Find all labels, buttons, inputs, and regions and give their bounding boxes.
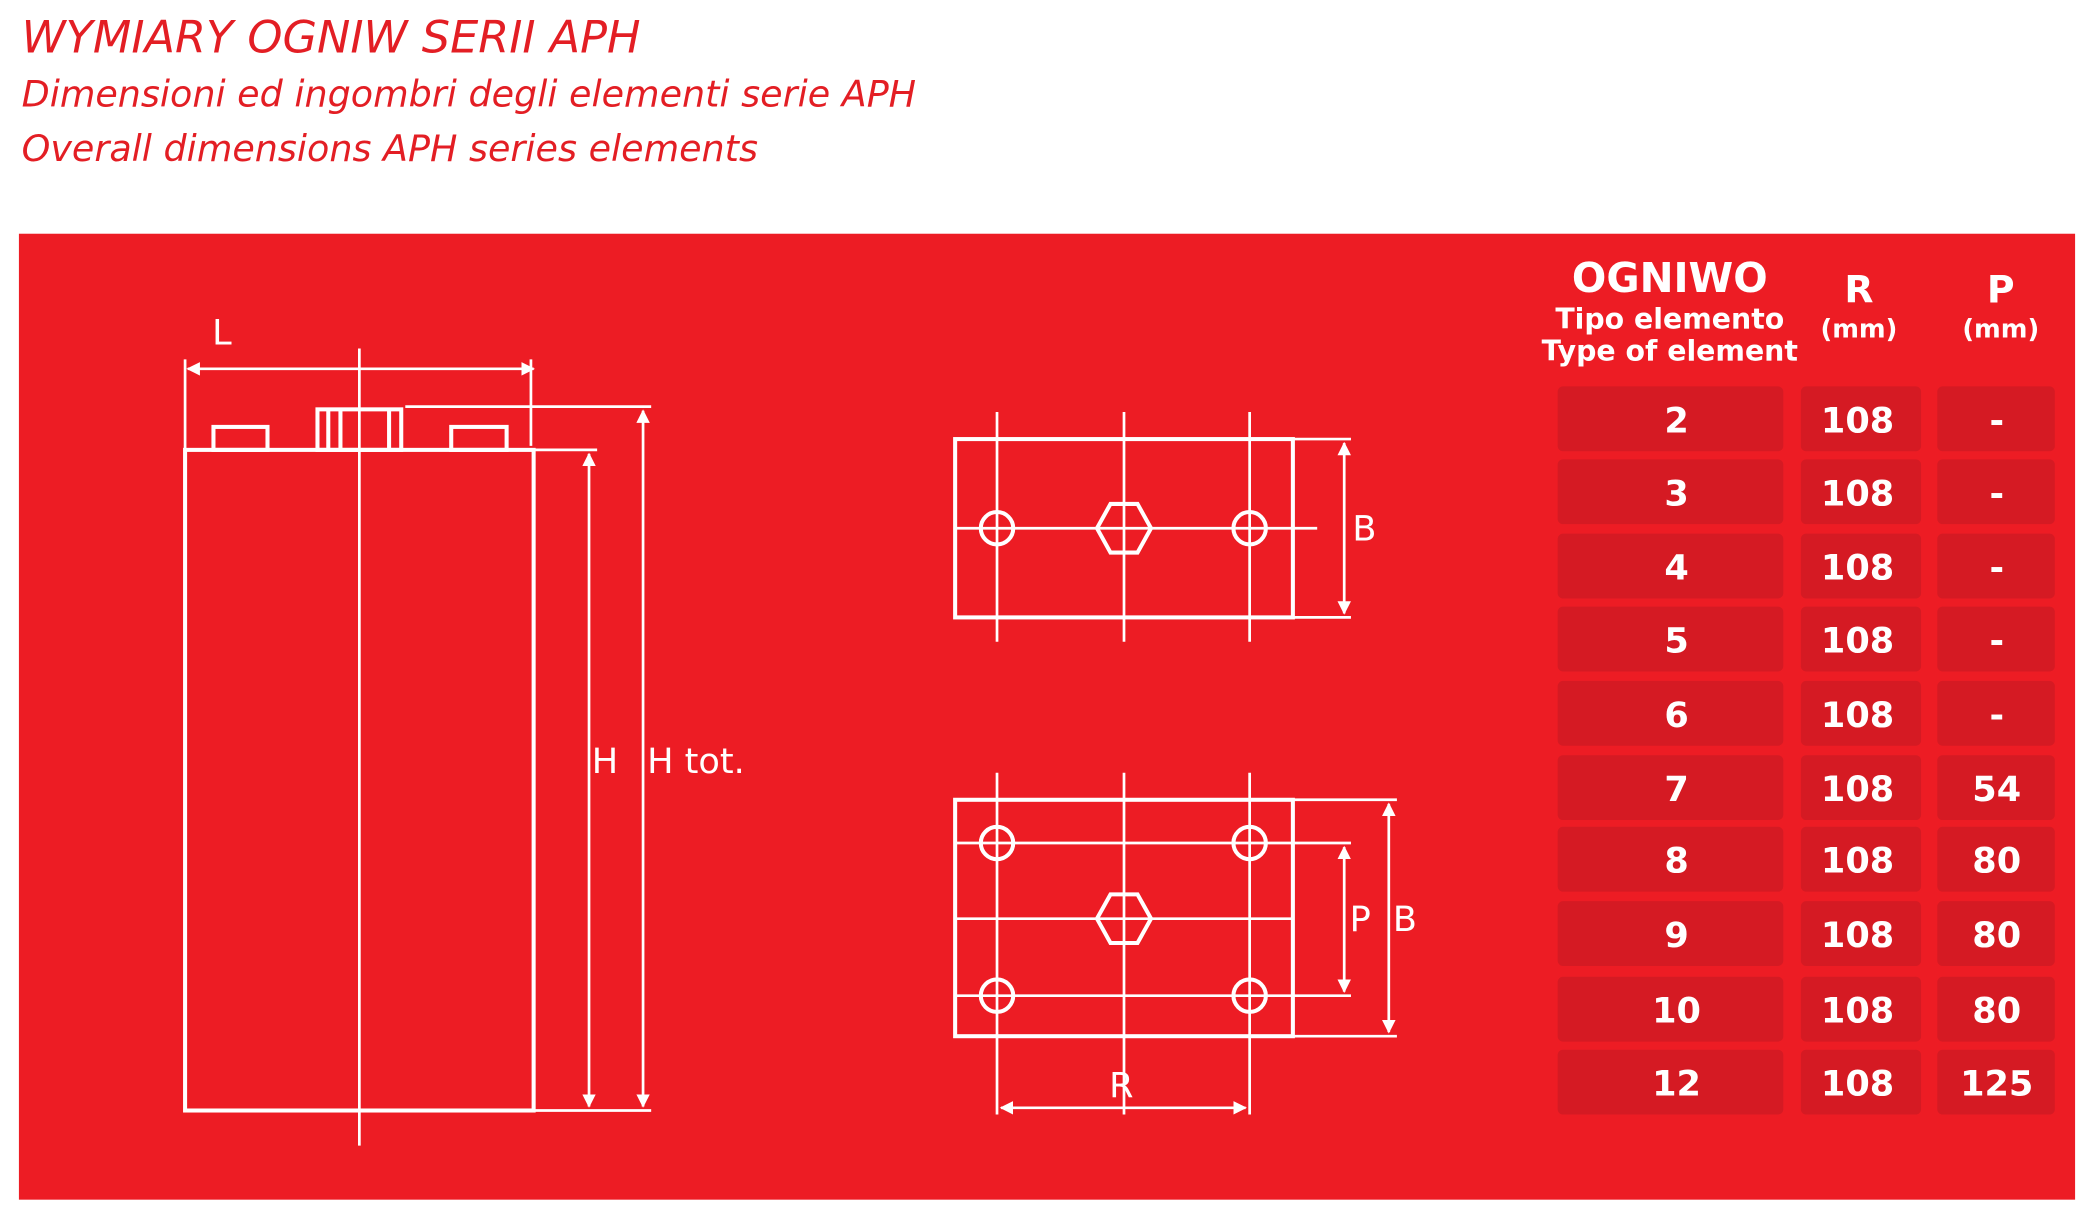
label-H: H: [592, 741, 618, 782]
table-row: 6 108 -: [1557, 680, 2055, 746]
table-cell-bg: [1800, 680, 1922, 746]
table-cell-r: 108: [1821, 1064, 1894, 1105]
table-cell-type: 4: [1664, 548, 1688, 589]
table-row: 5 108 -: [1557, 606, 2055, 672]
table-cell-type: 12: [1652, 1064, 1701, 1105]
table-cell-p: 80: [1972, 841, 2021, 882]
table-cell-bg: [1800, 826, 1922, 892]
table-cell-bg: [1800, 459, 1922, 525]
table-cell-type: 3: [1664, 473, 1688, 514]
table-cell-p: -: [1989, 473, 2004, 514]
table-cell-bg: [1800, 386, 1922, 452]
table-cell-r: 108: [1821, 548, 1894, 589]
table-cell-type: 8: [1664, 841, 1688, 882]
table-cell-type: 10: [1652, 991, 1701, 1032]
table-cell-bg: [1800, 1049, 1922, 1115]
table-row: 9 108 80: [1557, 901, 2055, 966]
top-view-single-row-drawing: [953, 412, 1351, 642]
label-L: L: [212, 313, 232, 354]
header-type-en: Type of element: [1542, 335, 1798, 368]
table-cell-p: -: [1989, 400, 2004, 441]
table-cell-bg: [1557, 386, 1784, 452]
header-r-title: R: [1844, 268, 1873, 312]
table-cell-type: 9: [1664, 915, 1688, 956]
page-title: WYMIARY OGNIW SERII APH: [22, 12, 641, 64]
header-type-title: OGNIWO: [1572, 254, 1768, 302]
table-header: OGNIWO Tipo elemento Type of element R (…: [1542, 254, 2040, 368]
header-type-it: Tipo elemento: [1555, 302, 1784, 335]
table-body: 2 108 - 3 108 - 4 108 - 5 108 - 6 108 - 7 108 54 8 108 80 9 10…: [1557, 386, 2055, 1115]
table-cell-bg: [1937, 680, 2055, 746]
table-row: 12 108 125: [1557, 1049, 2055, 1115]
label-R: R: [1109, 1065, 1133, 1106]
table-cell-p: -: [1989, 548, 2004, 589]
table-cell-bg: [1800, 901, 1922, 966]
table-cell-type: 6: [1664, 695, 1688, 736]
table-cell-bg: [1557, 459, 1784, 525]
header-r-unit: (mm): [1820, 315, 1897, 345]
table-cell-bg: [1557, 680, 1784, 746]
table-row: 7 108 54: [1557, 755, 2055, 821]
subtitle-english: Overall dimensions APH series elements: [22, 127, 758, 170]
table-cell-r: 108: [1821, 841, 1894, 882]
table-cell-bg: [1557, 533, 1784, 599]
table-cell-p: -: [1989, 695, 2004, 736]
table-cell-bg: [1800, 533, 1922, 599]
table-cell-bg: [1557, 901, 1784, 966]
table-cell-r: 108: [1821, 400, 1894, 441]
table-cell-bg: [1557, 1049, 1784, 1115]
table-cell-bg: [1937, 386, 2055, 452]
table-cell-r: 108: [1821, 991, 1894, 1032]
label-H-tot: H tot.: [647, 741, 745, 782]
table-cell-bg: [1937, 459, 2055, 525]
table-row: 3 108 -: [1557, 459, 2055, 525]
table-row: 4 108 -: [1557, 533, 2055, 599]
table-row: 8 108 80: [1557, 826, 2055, 892]
table-cell-bg: [1800, 606, 1922, 672]
table-cell-bg: [1557, 755, 1784, 821]
table-cell-p: 80: [1972, 991, 2021, 1032]
table-cell-bg: [1557, 826, 1784, 892]
table-cell-bg: [1800, 755, 1922, 821]
table-row: 10 108 80: [1557, 976, 2055, 1042]
table-cell-r: 108: [1821, 473, 1894, 514]
label-P: P: [1350, 899, 1371, 940]
table-cell-bg: [1557, 976, 1784, 1042]
table-cell-bg: [1937, 606, 2055, 672]
table-cell-r: 108: [1821, 695, 1894, 736]
header-p-title: P: [1987, 268, 2015, 312]
table-row: 2 108 -: [1557, 386, 2055, 452]
table-cell-p: 80: [1972, 915, 2021, 956]
table-cell-bg: [1557, 606, 1784, 672]
table-cell-bg: [1800, 976, 1922, 1042]
label-B-top: B: [1352, 508, 1376, 549]
table-cell-bg: [1937, 533, 2055, 599]
table-cell-bg: [1937, 976, 2055, 1042]
table-cell-bg: [1937, 1049, 2055, 1115]
table-cell-bg: [1937, 755, 2055, 821]
subtitle-italian: Dimensioni ed ingombri degli elementi se…: [22, 73, 916, 116]
battery-side-view-drawing: [183, 348, 652, 1146]
table-cell-r: 108: [1821, 621, 1894, 662]
table-cell-type: 5: [1664, 621, 1688, 662]
table-cell-r: 108: [1821, 915, 1894, 956]
header-p-unit: (mm): [1962, 315, 2039, 345]
table-cell-p: 54: [1972, 769, 2021, 810]
top-view-double-row-drawing: [953, 772, 1397, 1115]
table-cell-p: 125: [1960, 1064, 2033, 1105]
table-cell-bg: [1937, 901, 2055, 966]
table-cell-p: -: [1989, 621, 2004, 662]
table-cell-type: 2: [1664, 400, 1688, 441]
table-cell-type: 7: [1664, 769, 1688, 810]
table-cell-r: 108: [1821, 769, 1894, 810]
table-cell-bg: [1937, 826, 2055, 892]
label-B-bottom: B: [1393, 899, 1417, 940]
